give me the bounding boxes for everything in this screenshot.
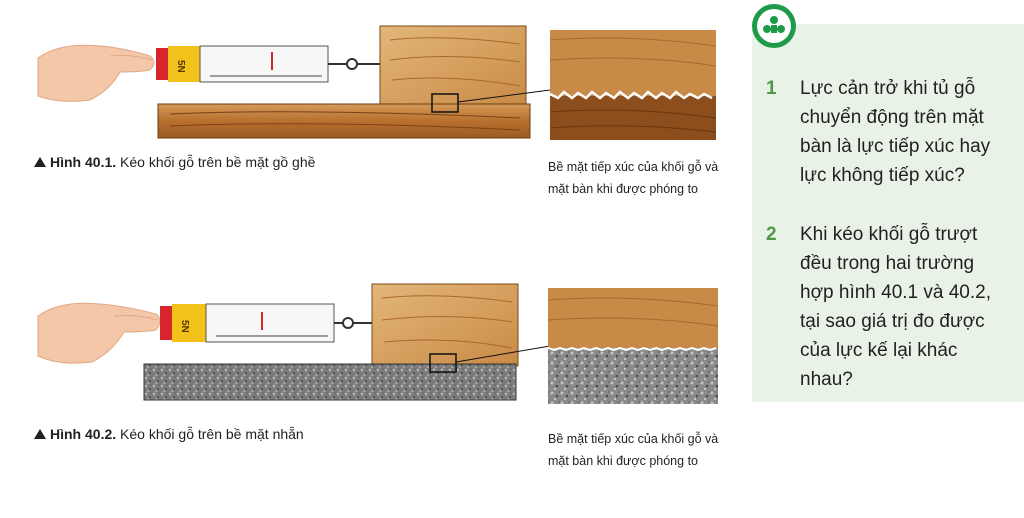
caption-label: Hình 40.1. xyxy=(50,154,117,170)
question-text: Lực cản trở khi tủ gỗ chuyển động trên m… xyxy=(800,78,991,186)
triangle-icon xyxy=(34,429,46,439)
wooden-block xyxy=(379,25,527,107)
caption-text: Kéo khối gỗ trên bề mặt nhẵn xyxy=(116,426,304,442)
wooden-block xyxy=(371,283,519,367)
zoom-caption-40-2: Bề mặt tiếp xúc của khối gỗ và mặt bàn k… xyxy=(548,432,719,468)
question-panel: 1 Lực cản trở khi tủ gỗ chuyển động trên… xyxy=(752,24,1024,402)
stone-table-surface xyxy=(143,363,517,401)
caption-text: Kéo khối gỗ trên bề mặt gồ ghề xyxy=(116,154,316,170)
question-text: Khi kéo khối gỗ trượt đều trong hai trườ… xyxy=(800,224,991,390)
zoom-marker xyxy=(429,353,457,373)
zoom-view-rough xyxy=(549,30,717,140)
hand-icon xyxy=(37,44,155,102)
figure-caption-40-2: Hình 40.2. Kéo khối gỗ trên bề mặt nhẵn xyxy=(34,426,304,442)
wood-table-surface xyxy=(157,103,531,139)
caption-label: Hình 40.2. xyxy=(50,426,117,442)
triangle-icon xyxy=(34,157,46,167)
zoom-marker xyxy=(431,93,459,113)
spring-scale-icon xyxy=(160,303,372,343)
spring-scale-label: 5N xyxy=(179,320,190,333)
question-number: 2 xyxy=(766,224,777,245)
hand-icon xyxy=(37,302,161,364)
figure-40-1-illustration: 5N 5N xyxy=(37,25,719,404)
question-number: 1 xyxy=(766,78,777,99)
spring-scale-label: 5N xyxy=(175,60,186,73)
group-discussion-icon xyxy=(752,4,796,48)
zoom-caption-40-1: Bề mặt tiếp xúc của khối gỗ và mặt bàn k… xyxy=(548,160,719,196)
figure-caption-40-1: Hình 40.1. Kéo khối gỗ trên bề mặt gồ gh… xyxy=(34,154,315,170)
spring-scale-icon xyxy=(156,45,380,83)
zoom-view-smooth xyxy=(547,288,719,404)
